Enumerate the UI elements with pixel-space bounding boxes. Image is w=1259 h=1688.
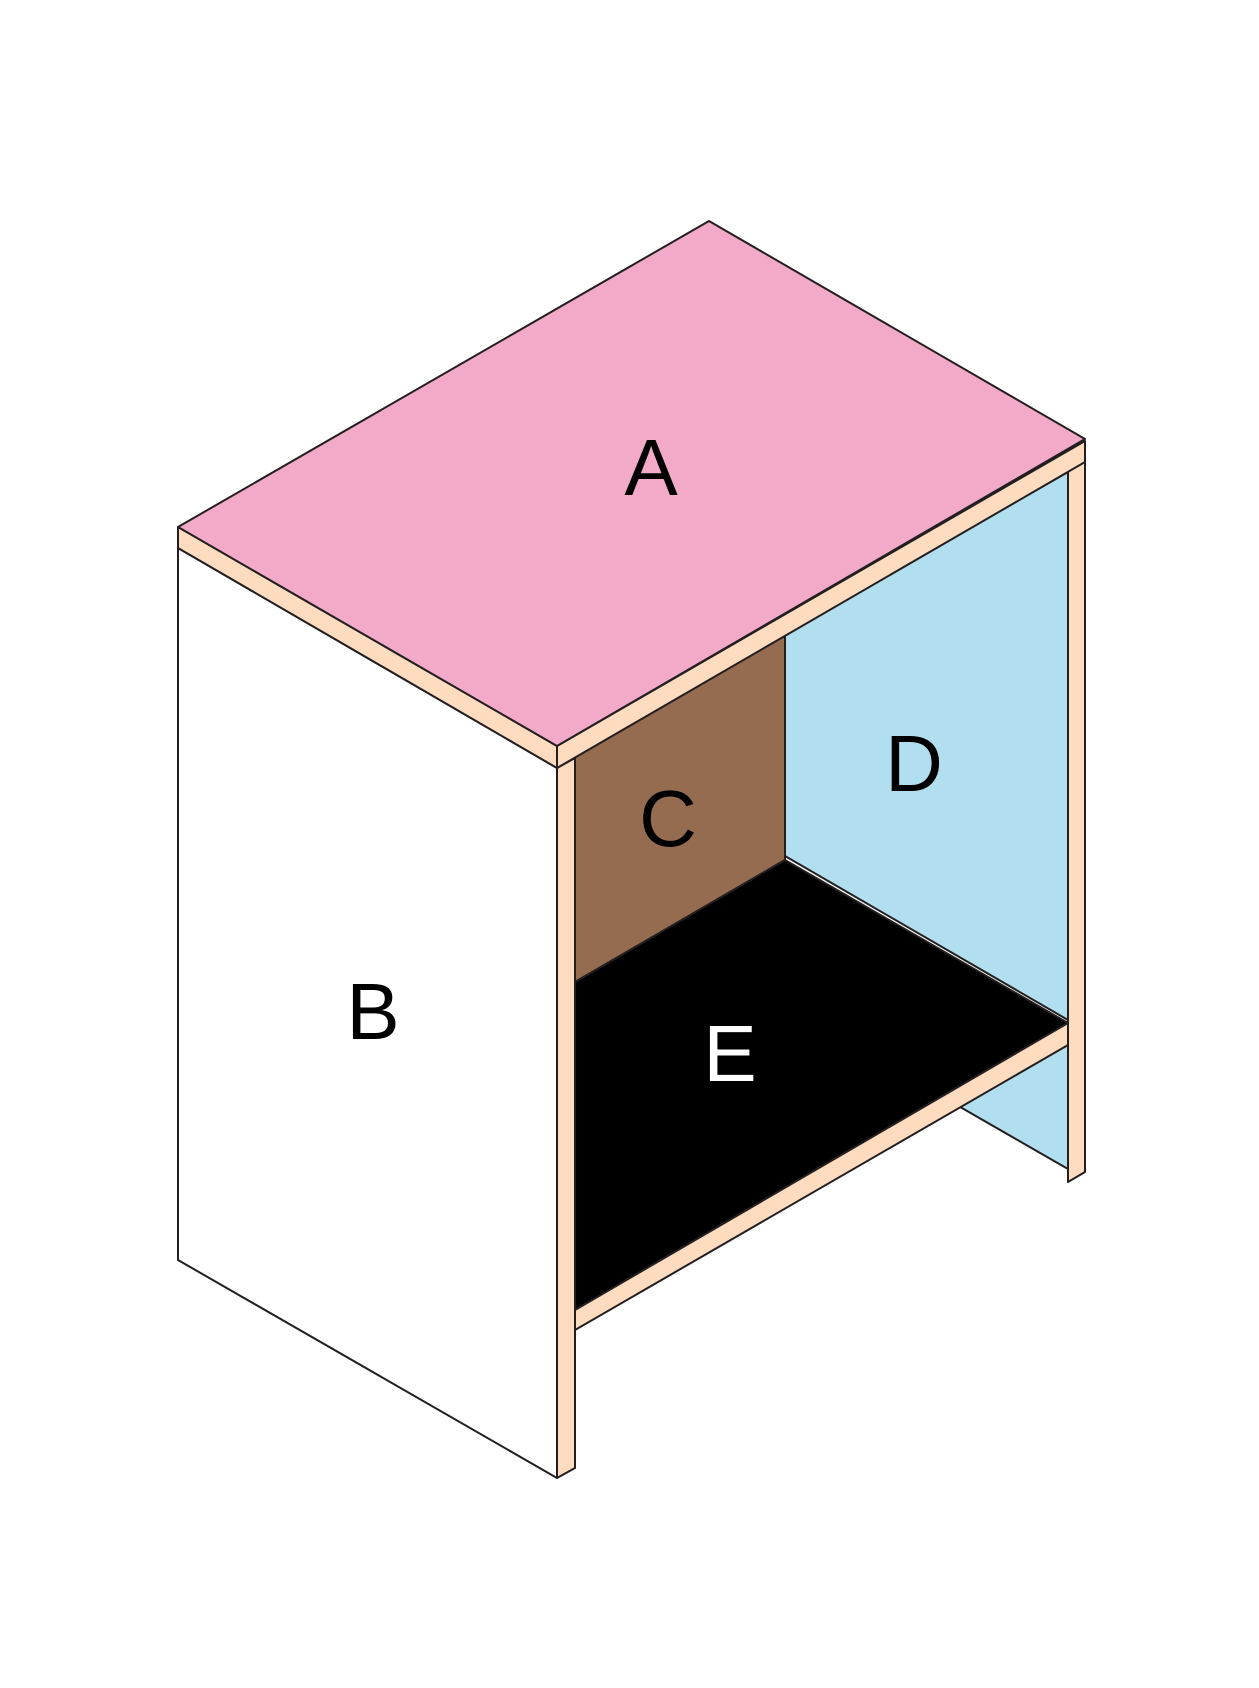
label-e: E [703, 1009, 756, 1098]
panel-a-face [177, 220, 1086, 747]
label-a: A [624, 423, 678, 512]
label-c: C [639, 774, 697, 863]
label-b: B [346, 967, 399, 1056]
panel-d-front-edge [1067, 451, 1086, 1183]
panel-b-front-edge [556, 757, 576, 1479]
label-d: D [885, 719, 943, 808]
panel-a-front-edge [556, 440, 1086, 769]
